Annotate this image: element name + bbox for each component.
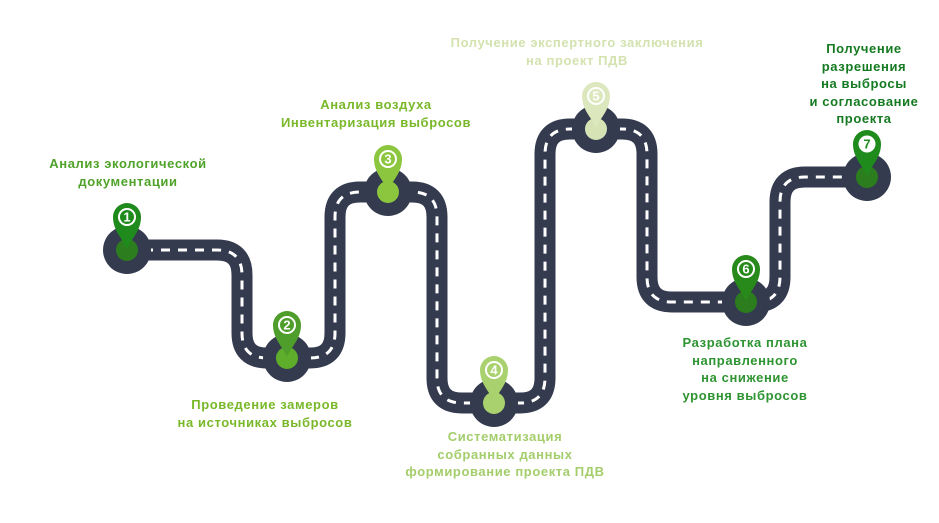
pin-number-ring <box>379 150 397 168</box>
step-label-4: Систематизация собранных данных формиров… <box>405 429 605 480</box>
step-label-3: Анализ воздуха Инвентаризация выбросов <box>280 97 472 130</box>
milestone-5: 5 <box>572 82 620 153</box>
step-label-6: Разработка плана направленного на снижен… <box>682 335 808 403</box>
milestone-1: 1 <box>103 203 151 274</box>
milestone-pins: 1 2 3 4 5 6 7 <box>103 82 891 427</box>
step-label-2: Проведение замеров на источниках выбросо… <box>177 397 353 430</box>
pin-number: 5 <box>592 89 599 104</box>
pin-number: 7 <box>863 137 870 152</box>
junction-dot <box>116 239 138 261</box>
junction-dot <box>585 118 607 140</box>
pin-number: 2 <box>283 318 290 333</box>
step-label-7: Получение разрешения на выбросы и соглас… <box>809 41 919 127</box>
pin-number-ring <box>485 361 503 379</box>
step-label-5: Получение экспертного заключения на прое… <box>450 35 704 68</box>
pin-number-ring <box>587 87 605 105</box>
milestone-6: 6 <box>722 255 770 326</box>
milestone-7: 7 <box>843 130 891 201</box>
pin-number: 4 <box>490 363 498 378</box>
pin-number: 1 <box>123 210 130 225</box>
step-label-1: Анализ экологической документации <box>49 156 207 189</box>
pin-number-ring <box>737 260 755 278</box>
junction-dot <box>483 392 505 414</box>
junction-dot <box>735 291 757 313</box>
pin-number-ring <box>118 208 136 226</box>
junction-dot <box>377 181 399 203</box>
junction-dot <box>856 166 878 188</box>
pin-number-circle <box>858 135 876 153</box>
pin-number: 3 <box>384 152 391 167</box>
pin-number: 6 <box>742 262 749 277</box>
milestone-2: 2 <box>263 311 311 382</box>
milestone-3: 3 <box>364 145 412 216</box>
junction-dot <box>276 347 298 369</box>
pin-number-ring <box>278 316 296 334</box>
milestone-4: 4 <box>470 356 518 427</box>
